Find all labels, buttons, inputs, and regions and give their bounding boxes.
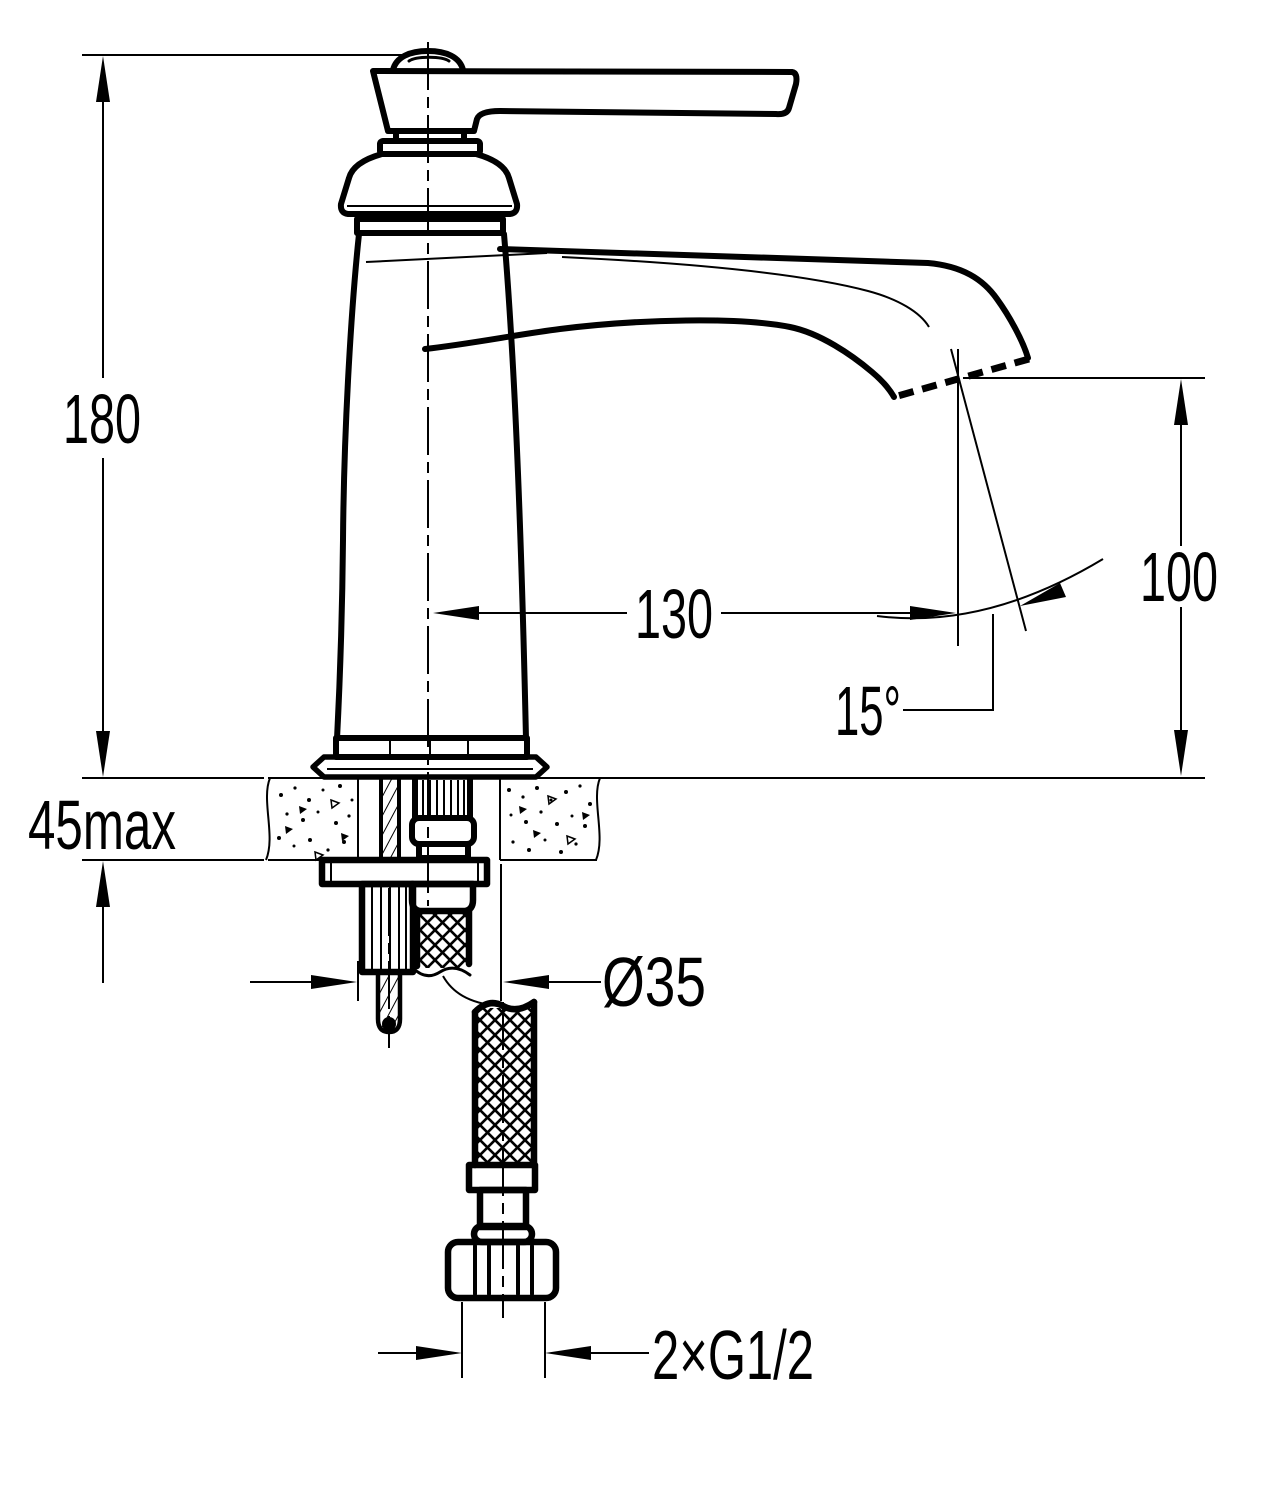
mounting-washer-inner-lines [330, 862, 479, 882]
dim-45max-extension-lines [82, 777, 264, 861]
hose-upper-break [411, 966, 472, 978]
angle-slant-line [950, 348, 1027, 632]
body-top-highlight-line [365, 252, 548, 263]
base-flange [310, 754, 550, 780]
base-collar-divisions [389, 740, 469, 755]
hose-tail-ribs [422, 780, 465, 816]
hose-lower-sides [471, 998, 538, 1169]
dim-45max-label: 45max [28, 786, 176, 864]
hose-braid-upper [418, 911, 468, 968]
dimension-outlet-height-100: 100 [963, 377, 1218, 776]
dim-100-arrow-up [1174, 379, 1188, 425]
dim-15deg-label: 15° [835, 672, 901, 750]
bell-escutcheon [337, 151, 521, 217]
fixing-stud-hatch [382, 778, 398, 858]
thread-arrow-left [545, 1346, 591, 1360]
body-right-edge [501, 231, 529, 742]
hose-fitting [408, 880, 477, 915]
angle-arc [876, 558, 1104, 620]
mounting-washer [318, 856, 491, 888]
dia35-extension-lines [357, 864, 502, 1001]
spout-inner-curve [561, 256, 930, 328]
dim-45max-arrow-up [96, 861, 110, 907]
fixing-stud-sides [379, 776, 401, 860]
counter-deck-section [265, 777, 1205, 862]
dia35-arrow-left [503, 975, 549, 989]
dim-180-arrow-down [96, 731, 110, 777]
dimension-reach-130: 130 [433, 349, 959, 653]
dimension-height-180: 180 [63, 54, 405, 777]
dim-180-arrow-up [96, 56, 110, 102]
deck-break-line-right [595, 777, 601, 861]
dim-130-arrow-right [910, 606, 956, 620]
dimension-hole-dia35: Ø35 [250, 864, 706, 1021]
dim-100-arrow-down [1174, 730, 1188, 776]
deck-stipple-texture [277, 784, 592, 862]
thread-extension-lines [461, 1302, 546, 1378]
thread-arrow-right [416, 1346, 462, 1360]
dim-180-label: 180 [63, 380, 141, 458]
hose-upper-sides [413, 907, 473, 970]
angle-arc-arrow [1020, 583, 1066, 606]
body-ring [354, 216, 506, 236]
hose-tail-sides [412, 775, 473, 821]
deck-break-line-left [265, 777, 271, 861]
faucet [310, 48, 1031, 780]
dimension-deck-45max: 45max [28, 777, 264, 983]
dimension-angle-15deg: 15° [835, 348, 1104, 750]
spout-bottom-edge [422, 317, 897, 400]
dim-thread-label: 2×G1/2 [652, 1316, 814, 1394]
dia35-arrow-right [311, 975, 357, 989]
dim-130-label: 130 [635, 575, 713, 653]
body-left-edge [334, 231, 362, 742]
angle-leader-line [903, 614, 994, 711]
dim-100-label: 100 [1140, 538, 1218, 616]
hose-connector-shoulder [409, 815, 477, 847]
connection-nut-facets [473, 1244, 534, 1296]
spout-top-edge [497, 246, 1031, 361]
dim-130-arrow-left [433, 606, 479, 620]
dimension-thread-2xG12: 2×G1/2 [378, 1302, 814, 1394]
hose-connector-neck [416, 841, 471, 861]
handle-lever [370, 68, 800, 134]
hose-braid-lower [477, 1008, 533, 1165]
base-collar [333, 735, 530, 760]
dim-dia35-label: Ø35 [602, 943, 706, 1021]
